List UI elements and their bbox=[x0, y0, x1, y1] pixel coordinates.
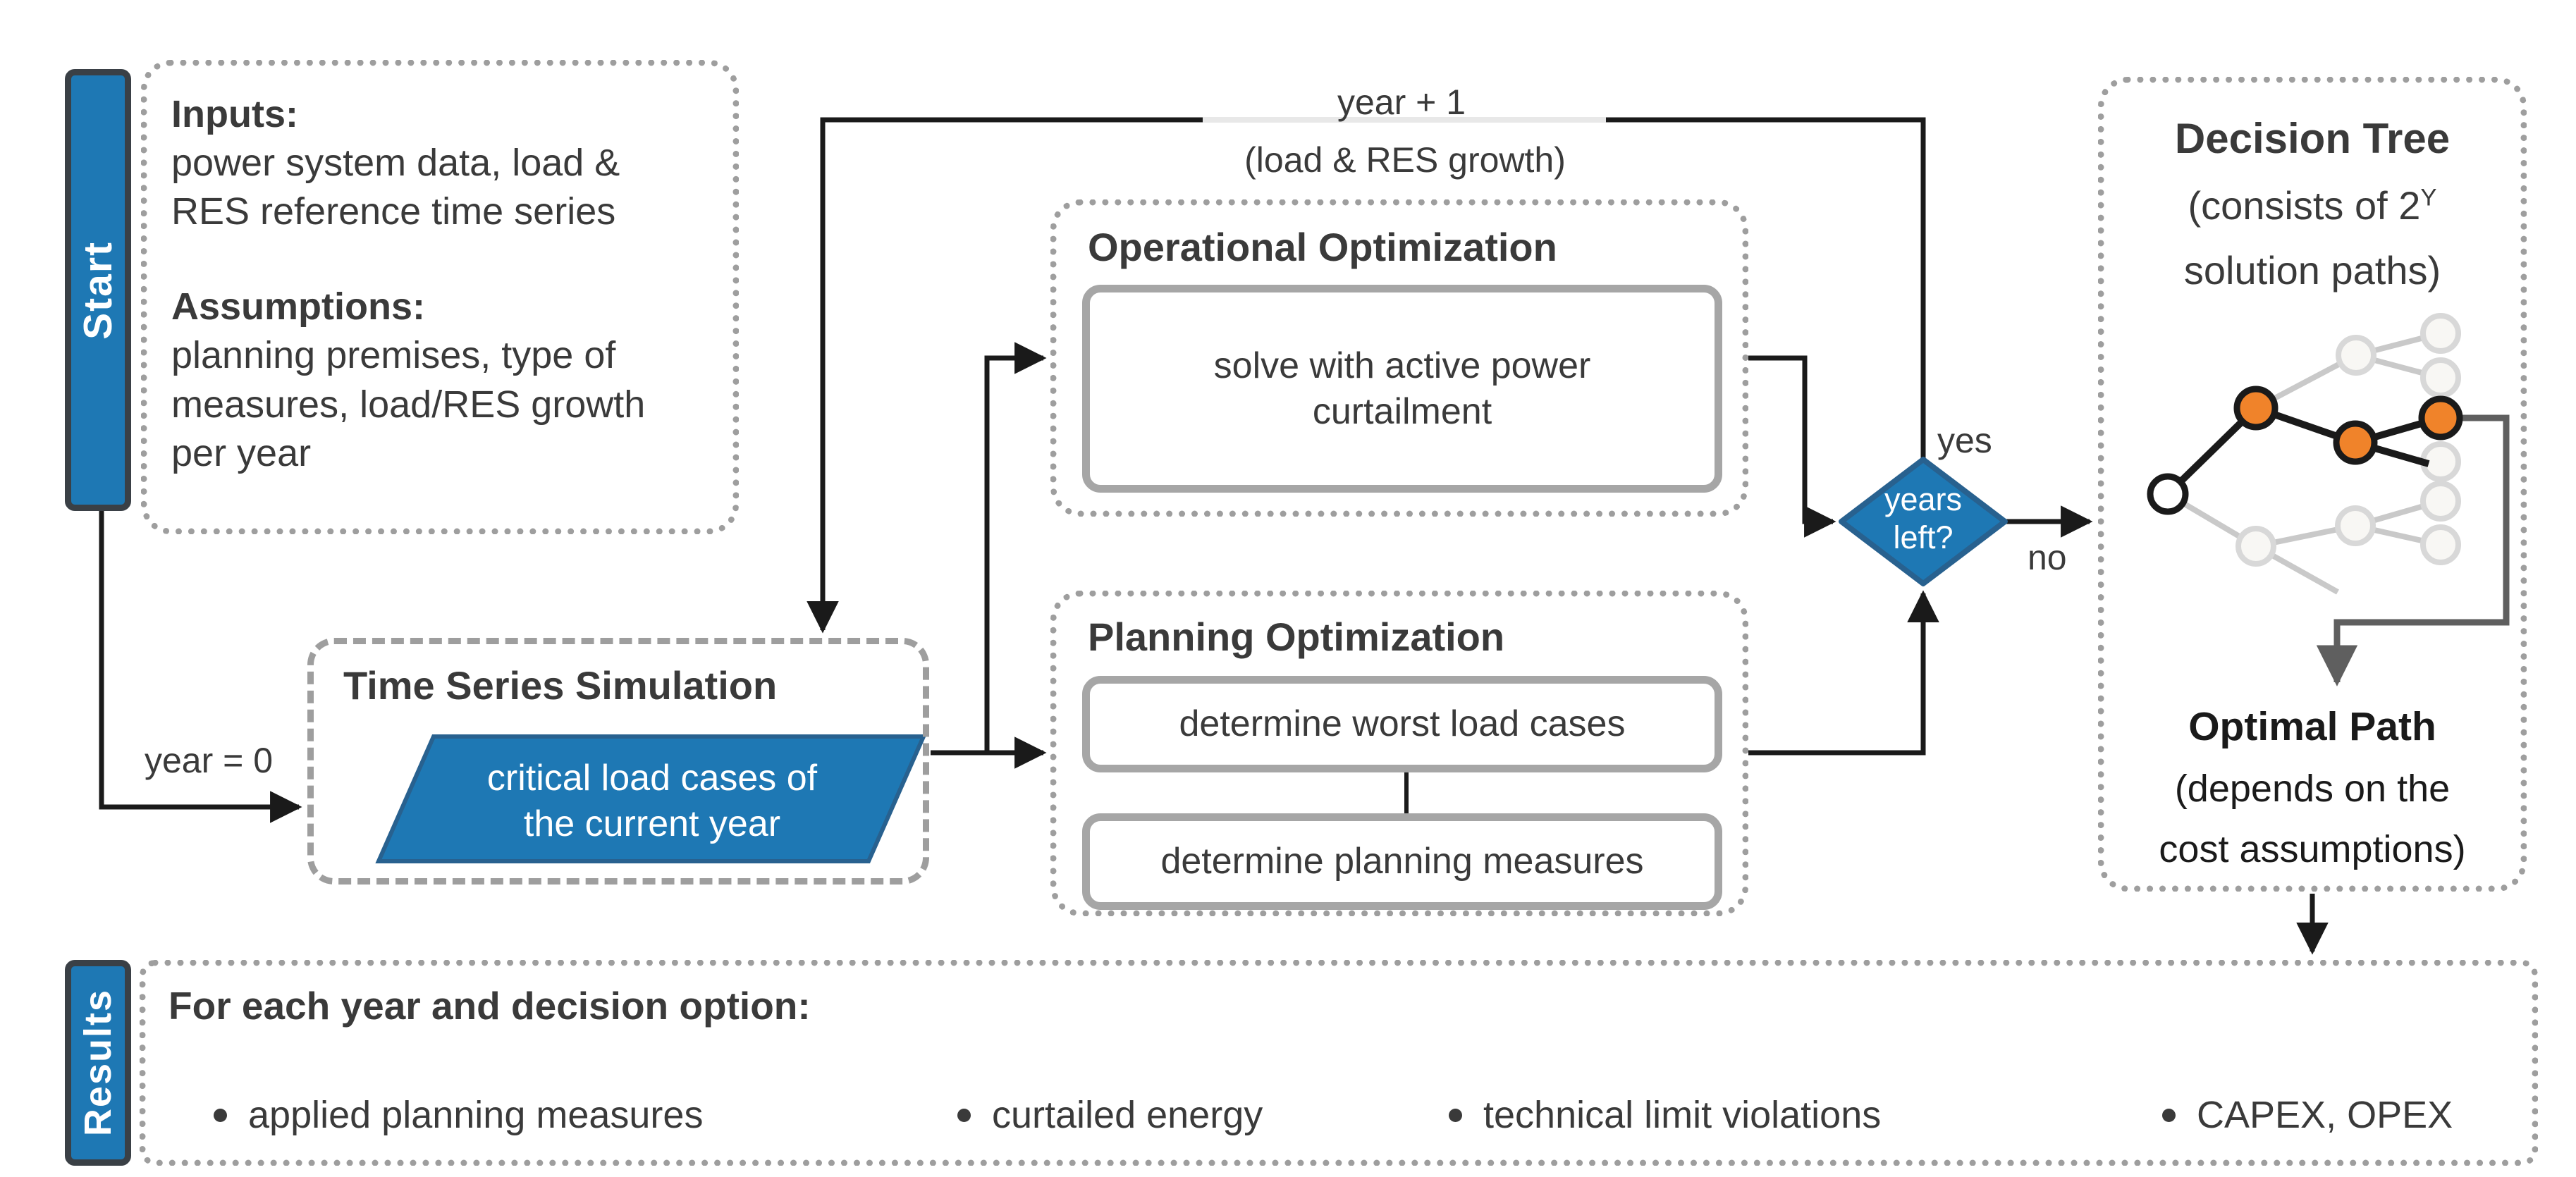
year-zero-label: year = 0 bbox=[145, 741, 274, 780]
arrow-planning-to-decision bbox=[1748, 590, 1939, 756]
connector-optimal-path bbox=[2316, 414, 2510, 686]
optimal-path-title: Optimal Path bbox=[2188, 704, 2436, 749]
inputs-spacer bbox=[171, 236, 714, 283]
planning-optimization-box: Planning Optimization determine worst lo… bbox=[1050, 591, 1748, 916]
bullet-dot-icon bbox=[214, 1108, 227, 1122]
operational-step-box: solve with active power curtailment bbox=[1082, 285, 1722, 493]
load-res-growth-label: (load & RES growth) bbox=[1244, 140, 1566, 180]
planning-title: Planning Optimization bbox=[1088, 615, 1505, 659]
time-series-simulation-box: Time Series Simulation bbox=[307, 638, 929, 885]
inputs-heading: Inputs: bbox=[171, 93, 298, 135]
results-label: Results bbox=[77, 989, 119, 1137]
result-item-label: applied planning measures bbox=[248, 1094, 704, 1136]
dt-subtitle-line2: solution paths) bbox=[2183, 248, 2441, 293]
results-heading: For each year and decision option: bbox=[168, 984, 811, 1028]
yes-label: yes bbox=[1937, 421, 1992, 460]
results-box: For each year and decision option: appli… bbox=[140, 960, 2538, 1166]
decision-tree-title: Decision Tree bbox=[2174, 115, 2451, 162]
dt-subtitle-prefix: (consists of 2 bbox=[2188, 183, 2421, 228]
bullet-dot-icon bbox=[2162, 1108, 2176, 1122]
inputs-body: power system data, load & RES reference … bbox=[171, 142, 620, 233]
decision-tree-box: Decision Tree (consists of 2Y solution p… bbox=[2098, 77, 2527, 892]
planning-step2-box: determine planning measures bbox=[1082, 813, 1722, 910]
decision-tree-graphic bbox=[2147, 313, 2510, 686]
planning-step1-box: determine worst load cases bbox=[1082, 676, 1722, 772]
result-item-capex-opex: CAPEX, OPEX bbox=[2162, 1090, 2453, 1140]
tree-faded-nodes bbox=[2235, 313, 2461, 567]
tree-root-node bbox=[2147, 473, 2189, 515]
arrow-operational-to-decision bbox=[1748, 355, 1836, 538]
assumptions-body: planning premises, type of measures, loa… bbox=[171, 334, 646, 474]
start-bar: Start bbox=[65, 69, 131, 511]
result-item-curtailed-energy: curtailed energy bbox=[957, 1090, 1263, 1140]
decision-diamond bbox=[1839, 457, 2008, 586]
arrow-start-to-tss bbox=[99, 509, 302, 823]
arrow-junction-to-operational bbox=[984, 342, 1047, 753]
no-label: no bbox=[2028, 538, 2067, 577]
decision-question-label: years left? bbox=[1884, 481, 1963, 555]
optimal-path-nodes bbox=[2233, 386, 2463, 465]
loop-yes-line-right bbox=[1606, 117, 1926, 461]
result-item-limit-violations: technical limit violations bbox=[1449, 1090, 1881, 1140]
result-item-planning-measures: applied planning measures bbox=[214, 1090, 703, 1140]
decision-tree-subtitle: (consists of 2Y solution paths) bbox=[2104, 173, 2520, 304]
inputs-box: Inputs: power system data, load & RES re… bbox=[141, 60, 739, 534]
tss-parallelogram bbox=[375, 734, 927, 863]
operational-optimization-box: Operational Optimization solve with acti… bbox=[1050, 199, 1748, 517]
dt-subtitle-exponent: Y bbox=[2420, 184, 2437, 211]
loop-line-left-down bbox=[806, 117, 1203, 634]
result-item-label: curtailed energy bbox=[992, 1094, 1263, 1136]
bullet-dot-icon bbox=[1449, 1108, 1462, 1122]
assumptions-heading: Assumptions: bbox=[171, 285, 426, 328]
results-bar: Results bbox=[65, 960, 131, 1166]
tss-parallelogram-label: critical load cases of the current year bbox=[486, 758, 818, 844]
start-label: Start bbox=[75, 240, 121, 340]
optimal-path-subtitle: (depends on the cost assumptions) bbox=[2159, 768, 2466, 871]
result-item-label: CAPEX, OPEX bbox=[2197, 1094, 2453, 1136]
inputs-content: Inputs: power system data, load & RES re… bbox=[171, 90, 714, 478]
tss-title: Time Series Simulation bbox=[343, 663, 778, 708]
bullet-dot-icon bbox=[957, 1108, 971, 1122]
planning-steps-connector bbox=[1404, 772, 1409, 813]
result-item-label: technical limit violations bbox=[1483, 1094, 1882, 1136]
operational-title: Operational Optimization bbox=[1088, 225, 1557, 269]
year-plus-one-label: year + 1 bbox=[1337, 82, 1466, 122]
